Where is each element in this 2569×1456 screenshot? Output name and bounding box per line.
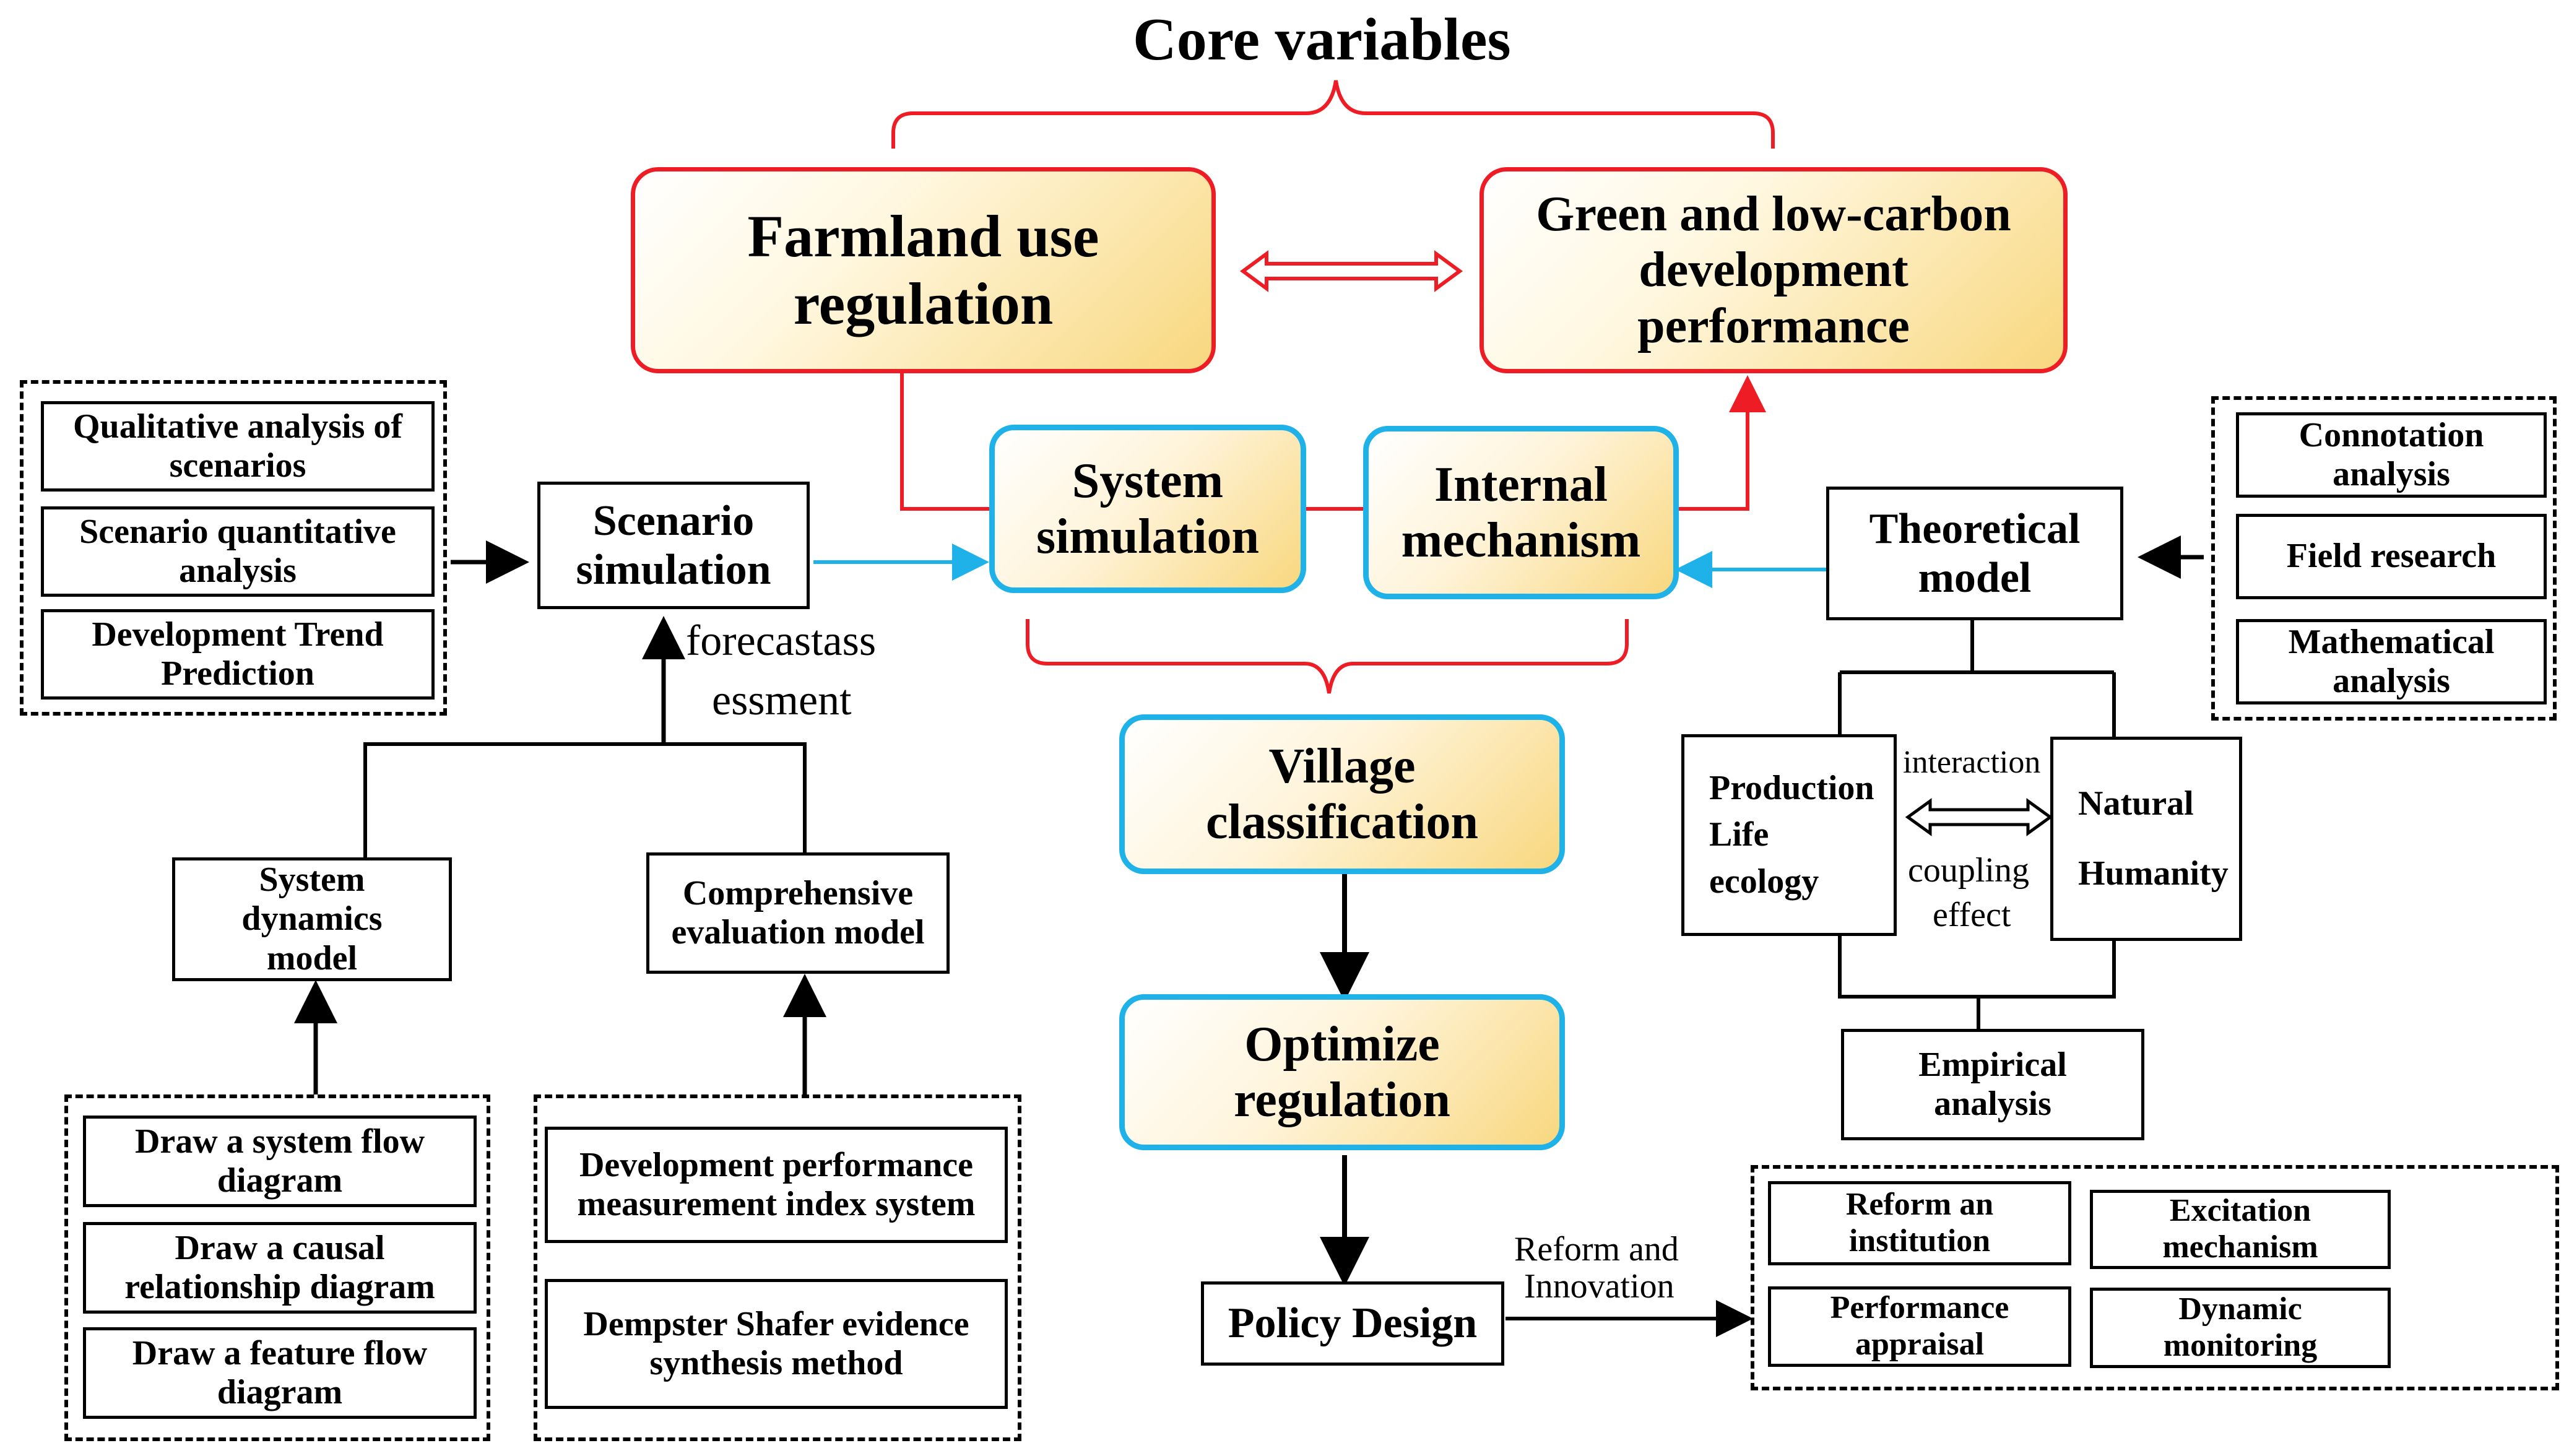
scenario-method-trend: Development Trend Prediction: [41, 609, 435, 700]
life-label: Life: [1709, 815, 1769, 854]
reform-label-line1: Reform and: [1514, 1230, 1679, 1268]
humanity-label: Humanity: [2078, 854, 2229, 893]
reform-label-line2: Innovation: [1524, 1267, 1674, 1306]
core-brace: [891, 80, 1775, 149]
system-dynamics-model-box: System dynamics model: [172, 857, 452, 981]
eval-step-index-system: Development performance measurement inde…: [545, 1127, 1008, 1243]
scenario-method-qualitative: Qualitative analysis of scenarios: [41, 401, 435, 492]
natural-humanity-box: Natural Humanity: [2050, 737, 2242, 941]
farmland-link: [900, 369, 997, 511]
core-double-arrow: [1239, 250, 1463, 292]
comprehensive-evaluation-model-box: Comprehensive evaluation model: [646, 852, 950, 974]
mech-green-link: [1673, 375, 1766, 511]
production-life-ecology-box: Production Life ecology: [1681, 734, 1897, 936]
coupling-label: coupling: [1908, 851, 2029, 890]
theoretical-model-box: Theoretical model: [1826, 487, 2123, 620]
empirical-analysis-box: Empirical analysis: [1841, 1029, 2144, 1140]
theory-method-connotation: Connotation analysis: [2236, 412, 2547, 498]
theory-method-mathematical: Mathematical analysis: [2236, 619, 2547, 704]
ecology-label: ecology: [1709, 862, 1819, 901]
policy-item-dynamic-monitoring: Dynamic monitoring: [2090, 1288, 2391, 1368]
green-low-carbon-box: Green and low-carbon development perform…: [1479, 167, 2068, 373]
eval-step-dempster-shafer: Dempster Shafer evidence synthesis metho…: [545, 1279, 1008, 1409]
sd-step-system-flow: Draw a system flow diagram: [83, 1116, 477, 1207]
scenario-method-quantitative: Scenario quantitative analysis: [41, 506, 435, 597]
system-simulation-box: System simulation: [989, 425, 1306, 593]
production-label: Production: [1709, 768, 1874, 807]
theory-method-field-research: Field research: [2236, 514, 2547, 599]
internal-mechanism-box: Internal mechanism: [1363, 426, 1679, 599]
scenario-simulation-box: Scenario simulation: [537, 482, 810, 609]
optimize-regulation-box: Optimize regulation: [1119, 994, 1565, 1150]
village-classification-box: Village classification: [1119, 714, 1565, 874]
policy-item-reform-institution: Reform an institution: [1768, 1181, 2071, 1265]
natural-label: Natural: [2078, 784, 2194, 823]
effect-label: effect: [1933, 896, 2011, 934]
empirical-tree: [1838, 936, 2116, 1030]
sd-step-feature-flow: Draw a feature flow diagram: [83, 1327, 477, 1419]
theory-tree: [1838, 620, 2116, 737]
policy-item-performance: Performance appraisal: [1768, 1286, 2071, 1367]
models-tree: [363, 742, 807, 857]
interaction-double-arrow: [1905, 798, 2053, 836]
sd-step-causal: Draw a causal relationship diagram: [83, 1222, 477, 1314]
farmland-use-regulation-box: Farmland use regulation: [631, 167, 1216, 373]
forecast-label-line2: essment: [712, 677, 852, 724]
middle-brace: [1026, 619, 1629, 694]
forecast-label-line1: forecastass: [686, 617, 877, 665]
diagram-title: Core variables: [1133, 6, 1511, 73]
interaction-label: interaction: [1903, 745, 2041, 780]
policy-design-box: Policy Design: [1201, 1281, 1504, 1366]
policy-item-excitation: Excitation mechanism: [2090, 1190, 2391, 1269]
